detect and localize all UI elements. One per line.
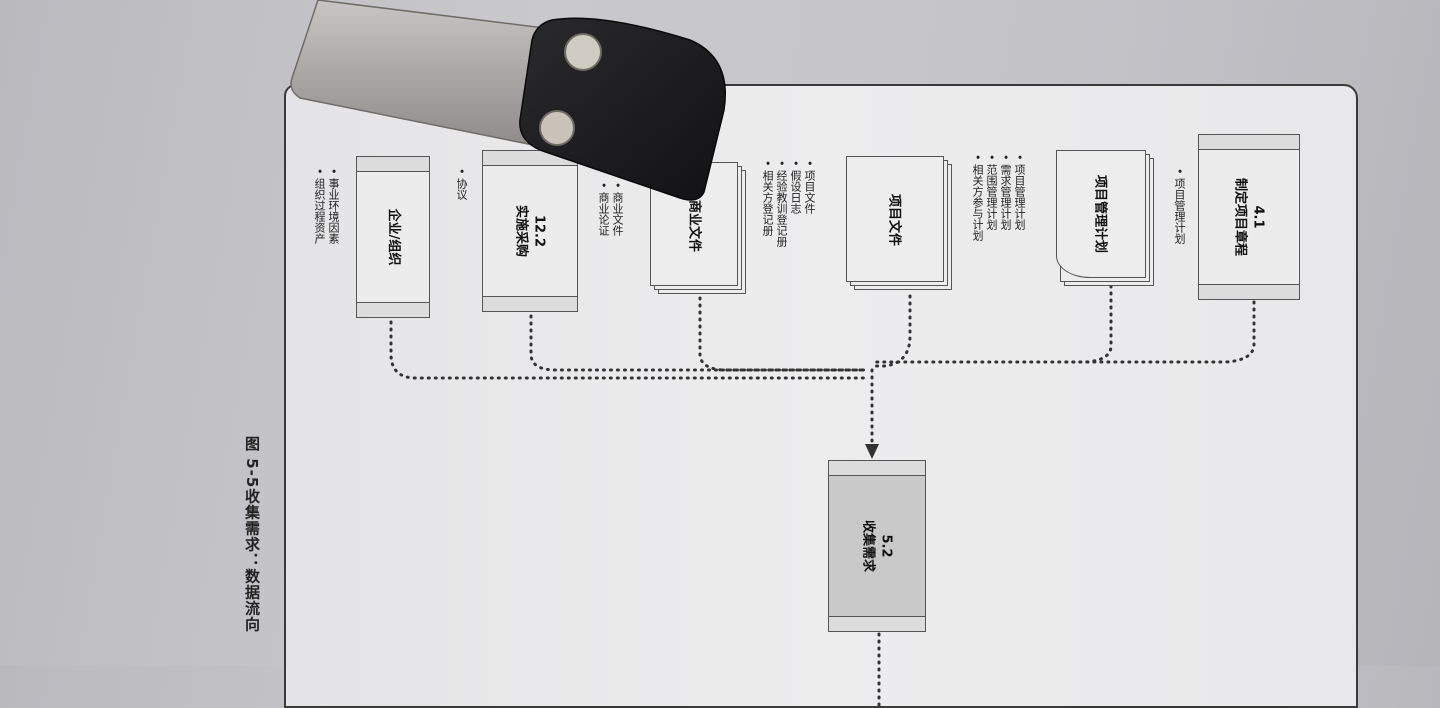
collect-id: 5.2 <box>878 534 894 558</box>
collect-name: 收集需求 <box>861 519 876 573</box>
list-item: 组织过程资产 <box>312 168 326 244</box>
list-item: 商业论证 <box>596 182 610 236</box>
list-item: 需求管理计划 <box>998 154 1012 241</box>
list-item: 相关方登记册 <box>760 160 774 247</box>
doc-project-files-label: 项目文件 <box>886 193 902 247</box>
charter-output-list: 项目管理计划 <box>1172 168 1186 244</box>
pm-plan-list: 项目管理计划 需求管理计划 范围管理计划 相关方参与计划 <box>970 154 1026 241</box>
binder-clip <box>0 0 760 220</box>
enterprise-list: 事业环境因素 组织过程资产 <box>312 168 340 244</box>
doc-pm-plan: 项目管理计划 <box>1056 150 1156 290</box>
list-item: 事业环境因素 <box>326 168 340 244</box>
list-item: 经验教训登记册 <box>774 160 788 247</box>
project-docs-list: 项目文件 假设日志 经验教训登记册 相关方登记册 <box>760 160 816 247</box>
doc-project-files: 项目文件 <box>846 156 956 296</box>
procure-list: 协议 <box>454 168 468 200</box>
list-item: 范围管理计划 <box>984 154 998 241</box>
doc-pm-plan-label: 项目管理计划 <box>1092 174 1108 254</box>
list-item: 项目文件 <box>802 160 816 247</box>
list-item: 项目管理计划 <box>1172 168 1186 244</box>
list-item: 相关方参与计划 <box>970 154 984 241</box>
business-docs-list: 商业文件 商业论证 <box>596 182 624 236</box>
list-item: 协议 <box>454 168 468 200</box>
source-box-enterprise: 企业/组织 <box>356 156 430 318</box>
charter-name: 制定项目章程 <box>1233 177 1248 257</box>
charter-id: 4.1 <box>1250 205 1266 229</box>
list-item: 假设日志 <box>788 160 802 247</box>
list-item: 商业文件 <box>610 182 624 236</box>
list-item: 项目管理计划 <box>1012 154 1026 241</box>
figure-caption: 图 5-5收集需求：数据流向 <box>243 436 261 633</box>
